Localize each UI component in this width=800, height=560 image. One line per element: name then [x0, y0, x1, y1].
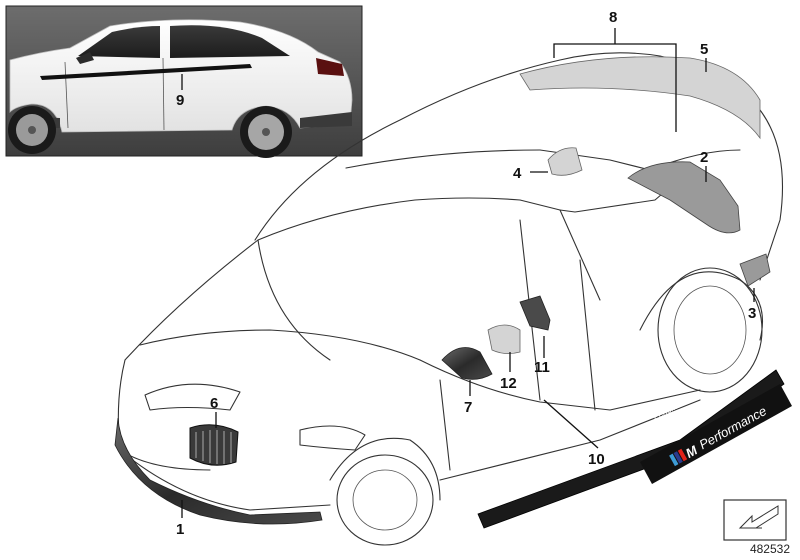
- callout-1: 1: [176, 521, 184, 538]
- sill-decal: Performance: [652, 393, 697, 422]
- callout-9: 9: [176, 92, 184, 109]
- view-arrow-icon: [723, 499, 787, 541]
- performance-badge: M Performance: [640, 384, 792, 484]
- part-mirror-frame: [519, 295, 551, 331]
- part-front-lip: [114, 417, 323, 525]
- callout-8: 8: [609, 9, 617, 26]
- inset-mirror: [76, 52, 94, 64]
- callout-2: 2: [700, 149, 708, 166]
- callout-12: 12: [500, 375, 517, 392]
- leader-lines: [181, 28, 755, 518]
- part-mirror-cap-carbon: [441, 347, 493, 380]
- callout-4: 4: [513, 165, 522, 182]
- inset-tail-light: [316, 58, 344, 76]
- part-rear-trim: [739, 253, 771, 287]
- part-rear-diffuser: [627, 161, 741, 234]
- part-trim-piece: [547, 147, 583, 176]
- inset-rear-window: [170, 25, 290, 58]
- inset-side-stripe: [40, 64, 252, 80]
- inset-photo: [5, 5, 363, 158]
- callout-10: 10: [588, 451, 605, 468]
- callout-6: 6: [210, 395, 218, 412]
- part-mirror-cap: [487, 324, 521, 354]
- callout-3: 3: [748, 305, 756, 322]
- part-kidney-grille: [189, 424, 239, 466]
- inset-front-wheel: [8, 106, 56, 154]
- callout-labels: 1 2 3 4 5 6 7 8 9 10 11 12: [176, 9, 756, 538]
- callout-5: 5: [700, 41, 708, 58]
- diagram-reference-number: 482532: [749, 542, 790, 556]
- part-rear-spoiler: [519, 56, 761, 140]
- inset-front-window: [78, 26, 160, 58]
- inset-rear-wheel: [240, 106, 292, 158]
- sill-decal-text: Performance: [652, 393, 697, 422]
- callout-11: 11: [534, 359, 550, 376]
- callout-7: 7: [464, 399, 472, 416]
